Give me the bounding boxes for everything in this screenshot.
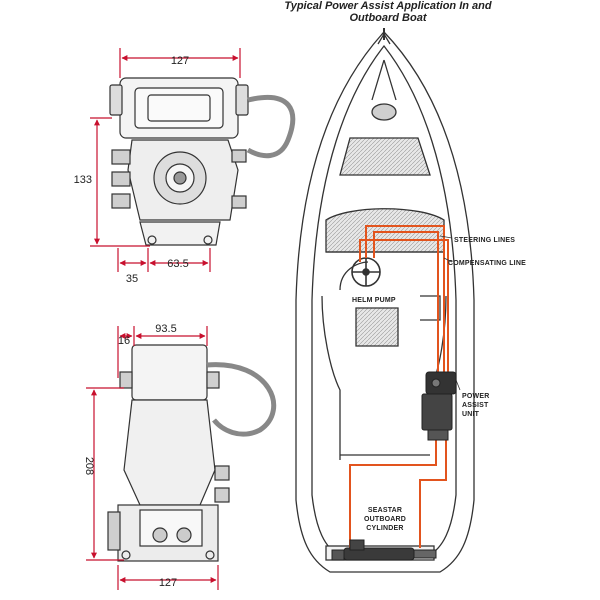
title-line-2: Outboard Boat [349,12,427,24]
power-assist-label-1: POWER [462,393,489,400]
side-view-unit [107,344,277,562]
front-view-unit [109,77,296,246]
side-width-label: 93.5 [155,323,176,335]
hydraulic-lines [349,225,449,548]
power-assist-unit [421,371,457,441]
front-dimension-lines [90,48,241,272]
diagram-title: Typical Power Assist Application In and … [268,0,508,24]
side-base-label: 127 [159,577,177,589]
side-offset-label: 16 [118,335,130,347]
title-line-1: Typical Power Assist Application In and [284,0,492,12]
seastar-cylinder [331,539,437,561]
helm-pump [351,257,381,287]
side-height-label: 208 [83,457,95,475]
cylinder-label-3: CYLINDER [366,525,403,532]
compensating-line-label: COMPENSATING LINE [448,260,526,267]
steering-lines-pointer [439,235,461,391]
cylinder-label-2: OUTBOARD [364,516,406,523]
front-width-label: 127 [171,55,189,67]
front-offset-label: 35 [126,273,138,285]
side-dimension-lines [86,326,219,590]
front-height-label: 133 [74,174,92,186]
steering-lines-label: STEERING LINES [454,237,515,244]
cylinder-label-1: SEASTAR [368,507,402,514]
power-assist-label-3: UNIT [462,411,480,418]
power-assist-label-2: ASSIST [462,402,489,409]
helm-pump-label: HELM PUMP [352,297,396,304]
front-spacing-label: 63.5 [167,258,188,270]
